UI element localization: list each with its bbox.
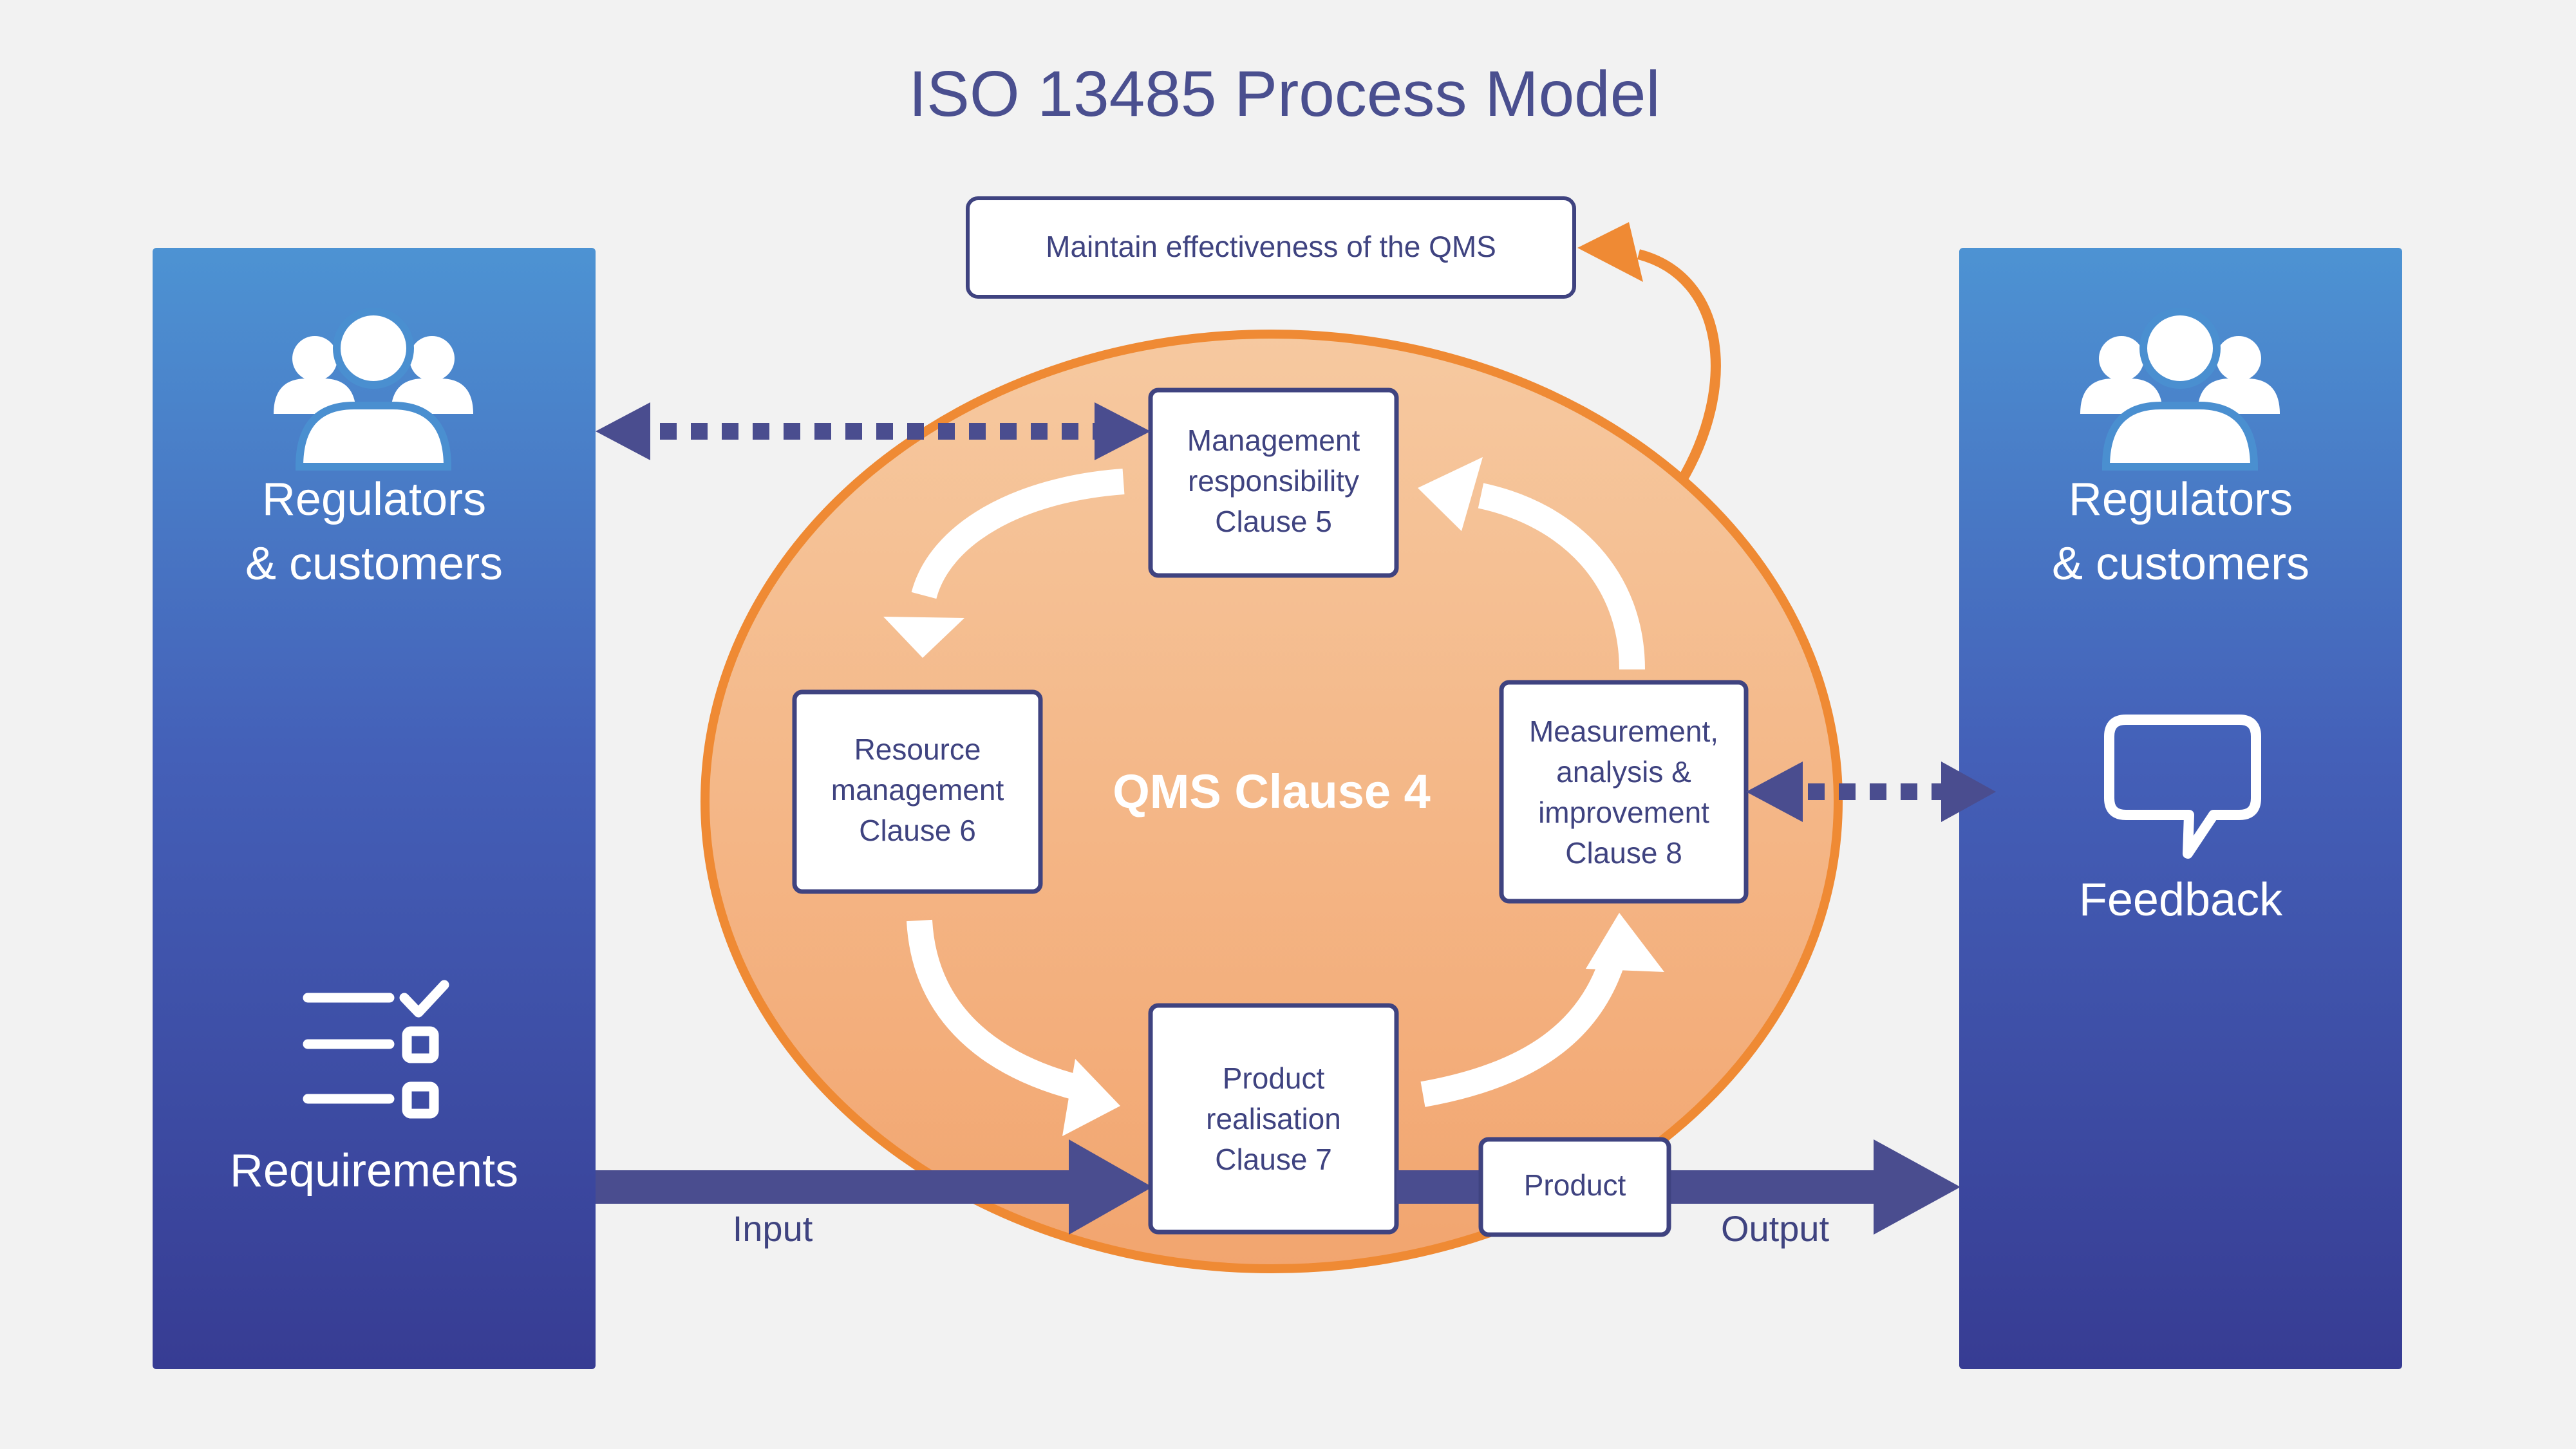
management-box-line3: Clause 5 <box>1215 505 1332 538</box>
product-realisation-line1: Product <box>1223 1061 1325 1095</box>
maintain-effectiveness-label: Maintain effectiveness of the QMS <box>1046 230 1496 263</box>
output-label: Output <box>1721 1208 1830 1249</box>
resource-management-box: Resource management Clause 6 <box>792 689 1043 894</box>
product-box <box>1478 1137 1671 1237</box>
qms-clause-label: QMS Clause 4 <box>1113 765 1431 818</box>
left-stakeholders-label-line2: & customers <box>245 538 503 590</box>
resource-box-line2: management <box>831 773 1004 807</box>
input-arrow <box>596 1139 1152 1235</box>
management-box-line1: Management <box>1187 424 1360 457</box>
left-stakeholder-panel <box>153 248 596 1369</box>
input-label: Input <box>733 1208 813 1249</box>
resource-box-line3: Clause 6 <box>859 814 976 847</box>
product-realisation-line2: realisation <box>1206 1102 1341 1136</box>
right-stakeholder-panel <box>1959 248 2402 1369</box>
maintain-feedback-arrow <box>1637 249 1721 486</box>
right-stakeholders-label-line2: & customers <box>2052 538 2309 590</box>
people-icon <box>2080 308 2280 471</box>
feedback-label: Feedback <box>2079 874 2283 926</box>
feedback-measurement-link <box>1746 762 1996 822</box>
management-responsibility-box: Management responsibility Clause 5 <box>1148 388 1399 578</box>
product-label: Product <box>1524 1168 1626 1202</box>
people-icon <box>274 308 473 471</box>
right-stakeholders-label-line1: Regulators <box>2069 474 2293 525</box>
speech-bubble-icon <box>2104 715 2261 859</box>
cycle-arrows <box>907 469 1645 1107</box>
page-title: ISO 13485 Process Model <box>908 58 1660 130</box>
regulators-management-link <box>596 402 1151 460</box>
measurement-box-line4: Clause 8 <box>1565 836 1682 870</box>
measurement-box-line2: analysis & <box>1556 755 1691 789</box>
measurement-box-line3: improvement <box>1538 796 1709 829</box>
maintain-feedback-arrowhead <box>1577 222 1643 282</box>
management-box-line2: responsibility <box>1188 464 1359 498</box>
resource-box-line1: Resource <box>854 733 981 766</box>
maintain-effectiveness-box <box>966 196 1576 299</box>
left-stakeholders-label-line1: Regulators <box>262 474 486 525</box>
measurement-analysis-box: Measurement, analysis & improvement Clau… <box>1499 680 1749 904</box>
product-realisation-box: Product realisation Clause 7 <box>1148 1003 1399 1235</box>
product-realisation-line3: Clause 7 <box>1215 1143 1332 1176</box>
measurement-box-line1: Measurement, <box>1529 715 1718 748</box>
cycle-arrowheads <box>883 457 1664 1136</box>
requirements-label: Requirements <box>230 1145 518 1197</box>
checklist-icon <box>303 980 449 1119</box>
